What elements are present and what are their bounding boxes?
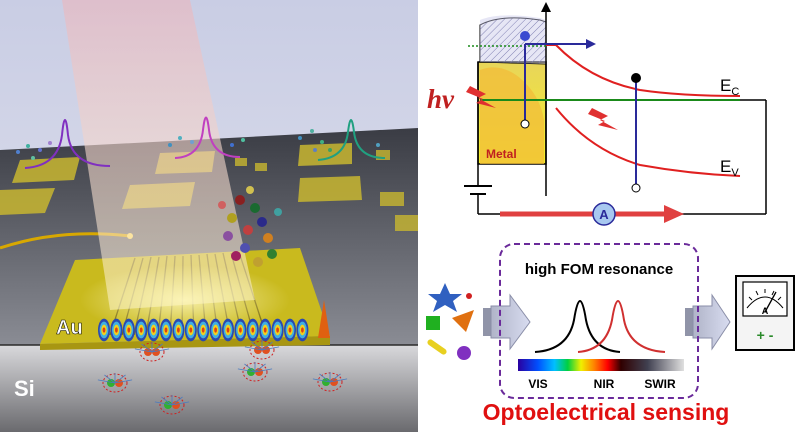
plasmon-mode [246, 318, 259, 342]
valence-band-curve [555, 107, 741, 177]
analyte-square-icon [426, 316, 440, 330]
substrate-label-si: Si [14, 376, 35, 401]
ammeter-icon [592, 202, 616, 226]
plasmon-mode [147, 318, 160, 342]
resonance-peak-shifted [577, 300, 666, 353]
plasmon-mode [296, 318, 309, 342]
ammeter-device-icon [735, 275, 795, 351]
field-decay-profile [318, 300, 330, 338]
meter-label: A [762, 306, 769, 316]
analyte-small-dot [466, 293, 472, 299]
conduction-band-label: EC [720, 76, 739, 98]
light-beam [62, 0, 255, 310]
electron-hole-pair [154, 395, 190, 415]
electron-hole-pair [244, 340, 280, 360]
plasmon-mode [122, 318, 135, 342]
lightning-icon-metal [466, 86, 496, 108]
analyte-particles [16, 129, 380, 267]
plasmon-mode [284, 318, 296, 342]
plasmon-mode [110, 318, 123, 342]
hot-electron [520, 31, 530, 41]
electron-hole-pair [134, 342, 170, 362]
electron-hole-pair [312, 372, 348, 392]
energy-axis-arrowhead [541, 2, 551, 12]
spectral-peak-magenta [174, 116, 241, 159]
plasmon-mode-row [98, 318, 309, 342]
optoelectrical-sensing-caption: Optoelectrical sensing [483, 399, 730, 425]
conduction-band-curve [546, 44, 741, 97]
flow-arrow-to-sensor [483, 293, 531, 351]
spectrum-bar [518, 359, 684, 371]
plasmon-mode [184, 318, 197, 342]
band-diagram: hν Metal EC EV A [427, 2, 767, 226]
spectrum-label-vis: VIS [528, 377, 547, 391]
resonance-label: high FOM resonance [525, 261, 673, 278]
silicon-substrate [0, 345, 418, 432]
analyte-triangle-icon [452, 310, 474, 332]
sensing-flow: high FOM resonance VIS NIR SWIR A + - Op… [426, 243, 795, 425]
photon-energy-label: hν [427, 84, 455, 114]
external-circuit [464, 99, 767, 223]
plasmon-mode [222, 318, 234, 342]
metal-label-au: Au [56, 317, 83, 339]
semiconductor-electron [631, 73, 641, 83]
main-gold-pad-edge [40, 336, 330, 350]
analyte-rod-icon [427, 339, 447, 355]
spectral-peak-purple [24, 119, 111, 169]
beam-spot [80, 265, 290, 335]
plasmon-mode [98, 318, 110, 342]
plasmon-mode [172, 318, 185, 342]
sensor-dashed-box [499, 243, 699, 399]
plasmon-mode [259, 318, 272, 342]
metal-hole [520, 119, 530, 129]
device-scene: Au Si [0, 0, 418, 432]
valence-band-label: EV [720, 157, 739, 179]
hot-carriers [97, 340, 348, 415]
plasmon-mode [197, 318, 210, 342]
electron-hole-pair [97, 373, 133, 393]
plasmon-mode [271, 318, 284, 342]
plasmon-mode [160, 318, 172, 342]
meter-polarity: + - [757, 327, 774, 343]
analyte-sphere-icon [457, 346, 471, 360]
semiconductor-hole [631, 183, 641, 193]
hot-electron-distribution [480, 67, 544, 164]
lightning-icon-semiconductor [588, 108, 618, 130]
plasmon-mode [135, 318, 148, 342]
analyte-star-icon [428, 283, 462, 312]
electron-hole-pair [237, 362, 273, 382]
flow-arrow-to-meter [685, 293, 731, 351]
resonance-peak-reference [534, 300, 621, 353]
ammeter-label: A [599, 207, 609, 222]
plasmon-mode [234, 318, 247, 342]
metal-label: Metal [486, 147, 517, 161]
plasmon-mode [209, 318, 222, 342]
spectrum-label-swir: SWIR [644, 377, 676, 391]
spectrum-label-nir: NIR [594, 377, 615, 391]
spectral-peak-teal [317, 119, 386, 161]
